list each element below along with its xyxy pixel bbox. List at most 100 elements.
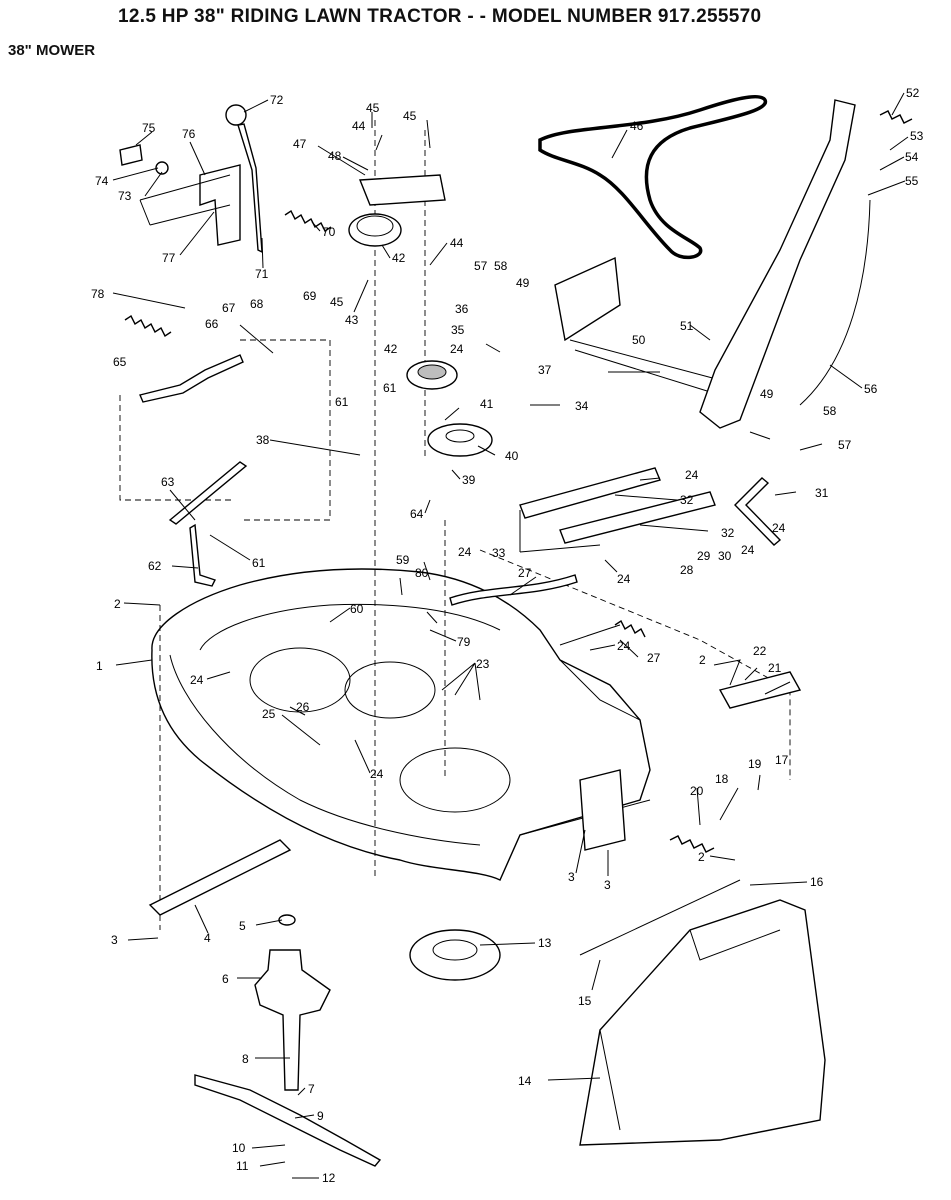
callout-49: 49 [760,387,774,401]
callout-2: 2 [114,597,121,611]
callout-69: 69 [303,289,317,303]
callout-58: 58 [494,259,508,273]
callout-42: 42 [392,251,406,265]
callout-32: 32 [680,493,694,507]
callout-9: 9 [317,1109,324,1123]
callout-10: 10 [232,1141,246,1155]
callout-63: 63 [161,475,175,489]
callout-52: 52 [906,86,920,100]
callout-31: 31 [815,486,829,500]
callout-61: 61 [335,395,349,409]
callout-57: 57 [838,438,852,452]
callout-80: 80 [415,566,429,580]
callout-7: 7 [308,1082,315,1096]
callout-60: 60 [350,602,364,616]
leader-lines [112,92,909,1179]
callout-76: 76 [182,127,196,141]
callout-24: 24 [370,767,384,781]
callout-16: 16 [810,875,824,889]
callout-65: 65 [113,355,127,369]
callout-47: 47 [293,137,307,151]
callout-78: 78 [91,287,105,301]
page-subtitle: 38" MOWER [8,42,96,59]
callout-3: 3 [111,933,118,947]
discharge-chute [579,899,826,1146]
callout-21: 21 [768,661,782,675]
callout-39: 39 [462,473,476,487]
callout-67: 67 [222,301,236,315]
callout-30: 30 [718,549,732,563]
callout-64: 64 [410,507,424,521]
callout-48: 48 [328,149,342,163]
callout-75: 75 [142,121,156,135]
callout-27: 27 [647,651,661,665]
callout-45: 45 [403,109,417,123]
mower-deck [151,568,651,881]
lift-handle [699,99,856,429]
callout-40: 40 [505,449,519,463]
callout-55: 55 [905,174,919,188]
callout-23: 23 [476,657,490,671]
callout-25: 25 [262,707,276,721]
callout-38: 38 [256,433,270,447]
callout-41: 41 [480,397,494,411]
callout-24: 24 [685,468,699,482]
callout-13: 13 [538,936,552,950]
parts-artwork [119,95,913,1167]
callout-19: 19 [748,757,762,771]
callout-46: 46 [630,119,644,133]
callout-53: 53 [910,129,924,143]
callout-17: 17 [775,753,789,767]
callout-45: 45 [366,101,380,115]
deck-spindle-opening-center [344,661,436,719]
callout-36: 36 [455,302,469,316]
deck-spindle-opening-right [399,747,511,813]
callout-58: 58 [823,404,837,418]
callout-54: 54 [905,150,919,164]
callout-24: 24 [617,572,631,586]
callout-18: 18 [715,772,729,786]
drive-belt [538,95,767,260]
callout-68: 68 [250,297,264,311]
lever-knob [225,104,247,126]
callout-79: 79 [457,635,471,649]
page-title: 12.5 HP 38" RIDING LAWN TRACTOR - - MODE… [118,6,762,27]
callout-44: 44 [352,119,366,133]
idler-pulley-upper [348,213,402,247]
callout-71: 71 [255,267,269,281]
callout-24: 24 [190,673,204,687]
callout-72: 72 [270,93,284,107]
callout-5: 5 [239,919,246,933]
callout-74: 74 [95,174,109,188]
callout-56: 56 [864,382,878,396]
callout-32: 32 [721,526,735,540]
pulley-40 [427,423,493,457]
callout-24: 24 [458,545,472,559]
callout-3: 3 [604,878,611,892]
callout-29: 29 [697,549,711,563]
callout-1: 1 [96,659,103,673]
callout-8: 8 [242,1052,249,1066]
callout-27: 27 [518,566,532,580]
callout-35: 35 [451,323,465,337]
callout-57: 57 [474,259,488,273]
callout-77: 77 [162,251,176,265]
callout-14: 14 [518,1074,532,1088]
callout-51: 51 [680,319,694,333]
callout-22: 22 [753,644,767,658]
callout-26: 26 [296,700,310,714]
callout-2: 2 [698,850,705,864]
callout-50: 50 [632,333,646,347]
callout-49: 49 [516,276,530,290]
callout-11: 11 [236,1159,249,1173]
callout-34: 34 [575,399,589,413]
callout-24: 24 [741,543,755,557]
callout-70: 70 [322,225,336,239]
callout-37: 37 [538,363,552,377]
callout-43: 43 [345,313,359,327]
spindle-housing [254,949,331,1091]
callout-24: 24 [617,639,631,653]
callout-62: 62 [148,559,162,573]
callout-2: 2 [699,653,706,667]
